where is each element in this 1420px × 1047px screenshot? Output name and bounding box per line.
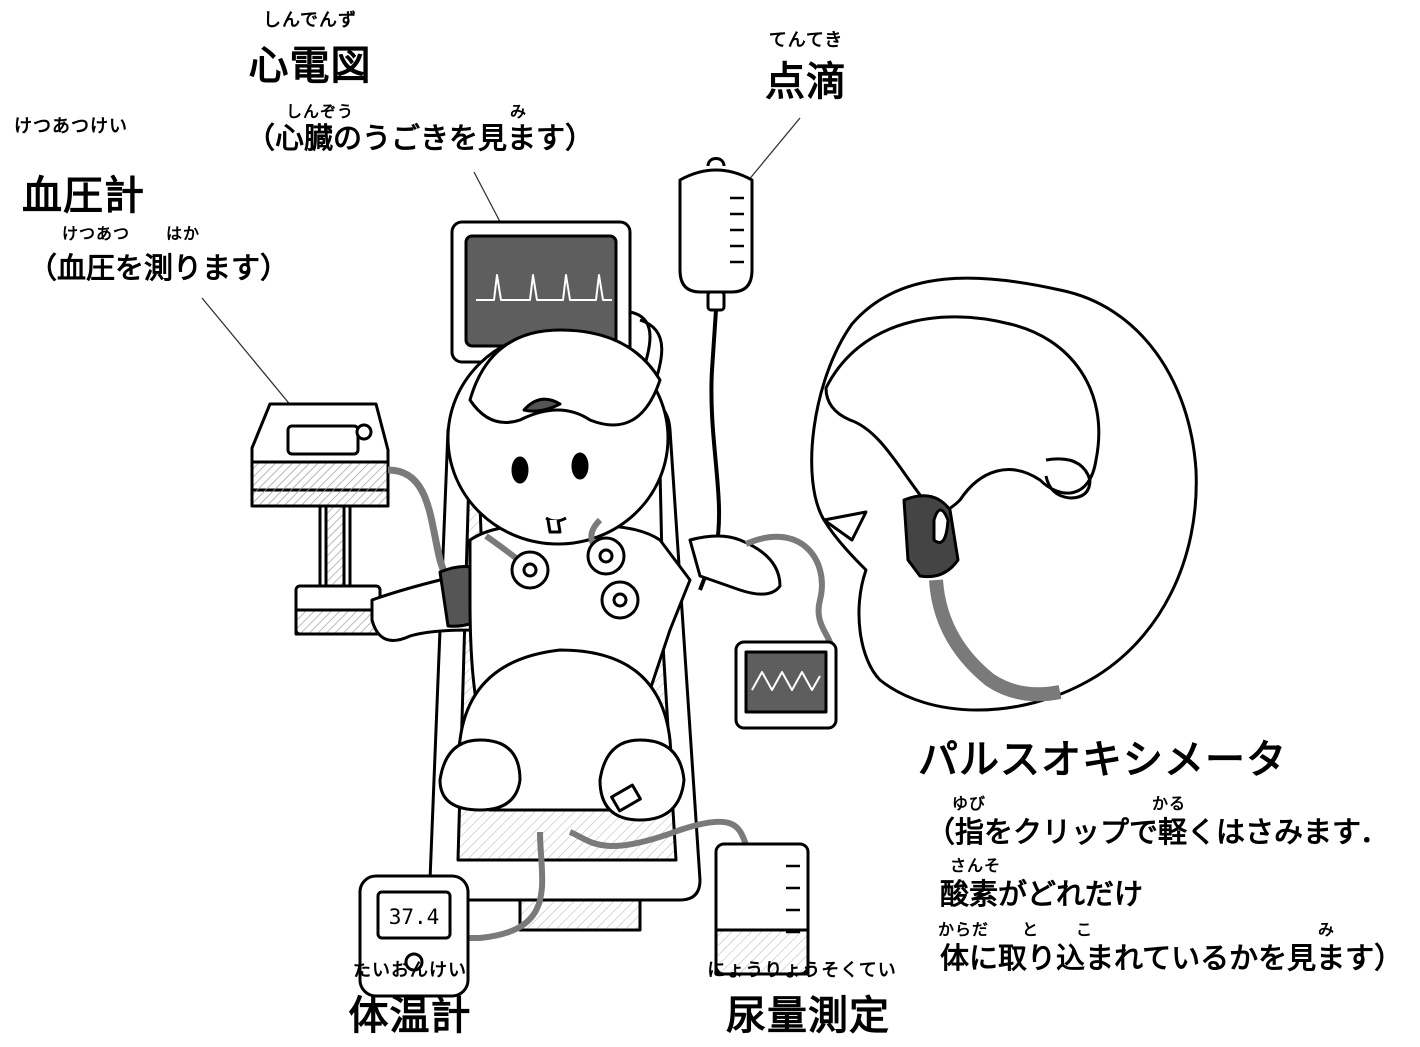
urine-collection-bag: [568, 818, 810, 976]
thermometer-display-text: 37.4: [389, 905, 440, 929]
pulse-ox-line3-ruby-a: からだ: [938, 920, 990, 939]
pulse-ox-line2-ruby: さんそ: [950, 856, 1002, 875]
iv-drip: [678, 157, 754, 591]
blood-pressure-monitor: [250, 402, 461, 636]
ecg-desc: （心臓のうごきを見ます）: [246, 121, 595, 155]
pulse-ox-line1-ruby-a: ゆび: [952, 794, 987, 813]
pulse-oximeter-monitor: [734, 533, 838, 730]
ecg-desc-ruby-a: しんぞう: [286, 102, 355, 121]
pulse-ox-line3-ruby-b: と: [1022, 920, 1040, 939]
pulse-ox-line2: 酸素がどれだけ: [940, 877, 1144, 911]
urine-ruby: にょうりょうそくてい: [707, 960, 897, 981]
pulse-ox-line3: 体に取り込まれているかを見ます）: [940, 941, 1404, 975]
thermometer-ruby: たいおんけい: [353, 960, 467, 981]
iv-ruby: てんてき: [768, 30, 844, 51]
ecg-monitor: [450, 220, 664, 479]
pulse-ox-line3-ruby-c: こ: [1076, 920, 1094, 939]
pulse-ox-title: パルスオキシメータ: [918, 737, 1287, 783]
ecg-title: 心電図: [248, 43, 372, 89]
thermometer-title: 体温計: [348, 993, 472, 1039]
pulse-oximeter-closeup: [810, 276, 1198, 712]
urine-title: 尿量測定: [726, 993, 890, 1039]
ecg-desc-ruby-b: み: [510, 102, 528, 121]
bp-desc: （血圧を測ります）: [28, 251, 290, 285]
pulse-ox-line1-ruby-b: かる: [1152, 794, 1187, 813]
bp-leader: [201, 297, 298, 414]
bp-ruby-top: けつあつけい: [14, 116, 128, 137]
pulse-ox-line3-ruby-d: み: [1318, 920, 1336, 939]
ecg-ruby: しんでんず: [262, 10, 358, 31]
pulse-ox-line1: （指をクリップで軽くはさみます．: [926, 815, 1389, 849]
bp-title: 血圧計: [22, 173, 145, 219]
ecg-electrodes: [484, 517, 640, 620]
iv-title: 点滴: [765, 59, 847, 105]
baby: [370, 328, 782, 822]
bp-desc-ruby-a: けつあつ: [62, 224, 131, 243]
thermometer-device: 37.4: [358, 831, 546, 998]
bp-desc-ruby-b: はか: [166, 224, 201, 243]
